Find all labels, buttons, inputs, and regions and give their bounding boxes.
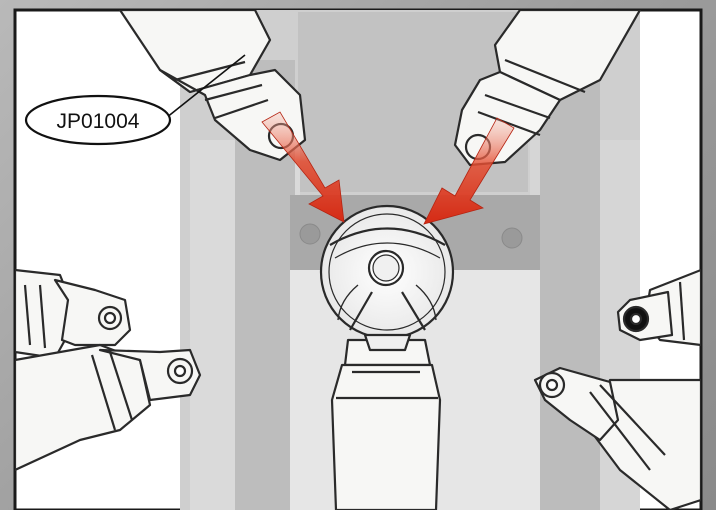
part-number-callout: JP01004 <box>26 96 170 144</box>
crotch-strap <box>332 340 440 510</box>
part-number-label: JP01004 <box>57 110 140 133</box>
